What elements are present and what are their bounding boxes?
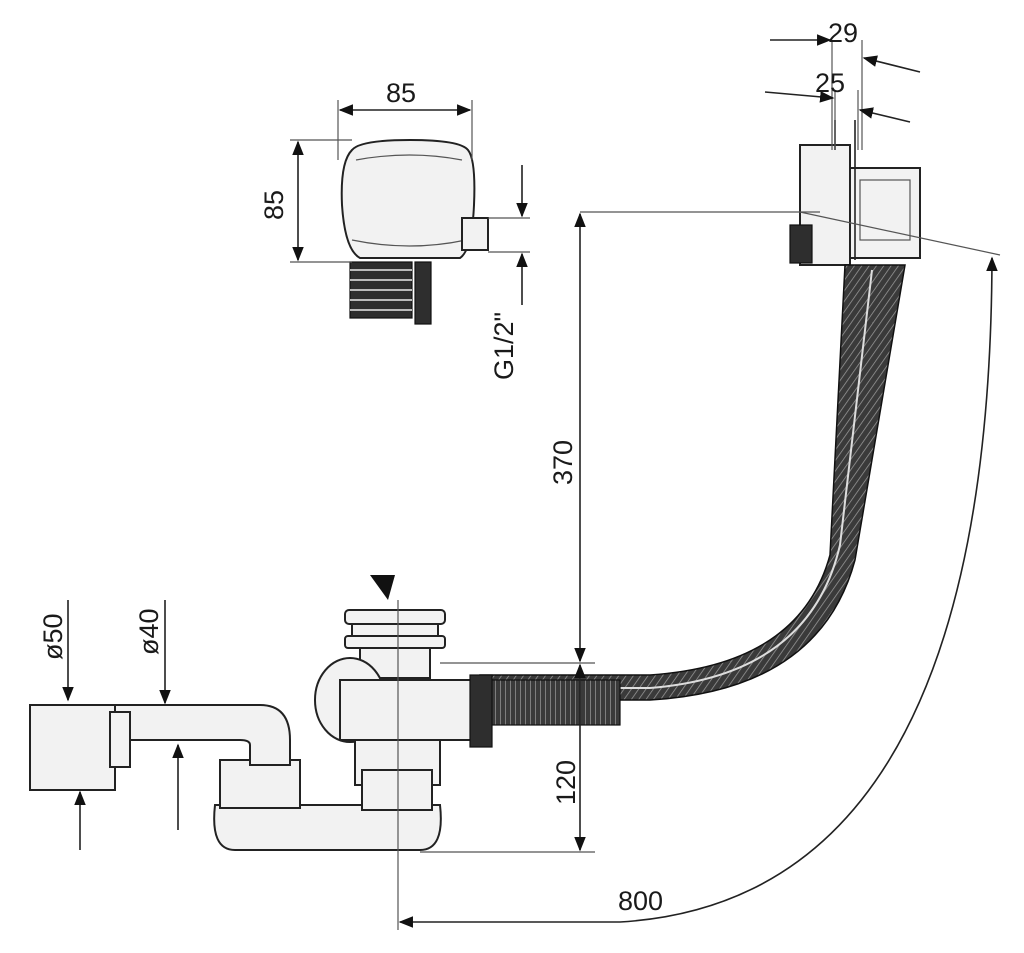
cover-body [340,138,476,259]
dim-line-800 [398,256,998,928]
corrugated-hose [479,264,906,726]
dim-overflow-inner: 25 [815,68,845,98]
overflow-head: 29 25 [764,18,921,266]
siphon-trap [29,704,442,851]
overflow-cover-detail: 85 85 G1/2" [259,78,530,380]
dim-pipe-inner: ø40 [134,608,164,655]
cover-connector [461,217,489,251]
dim-height-370: 370 [548,440,578,485]
cover-spring [349,261,432,325]
plug-indicator-arrow [370,575,395,600]
dim-cover-width: 85 [386,78,416,108]
dim-height-120: 120 [551,760,581,805]
dim-thread: G1/2" [489,312,519,380]
dim-cover-height: 85 [259,190,289,220]
dim-pipe-outer: ø50 [38,613,68,660]
dim-overflow-outer: 29 [828,18,858,48]
waste-valve [314,575,493,786]
dim-length-800: 800 [618,886,663,916]
